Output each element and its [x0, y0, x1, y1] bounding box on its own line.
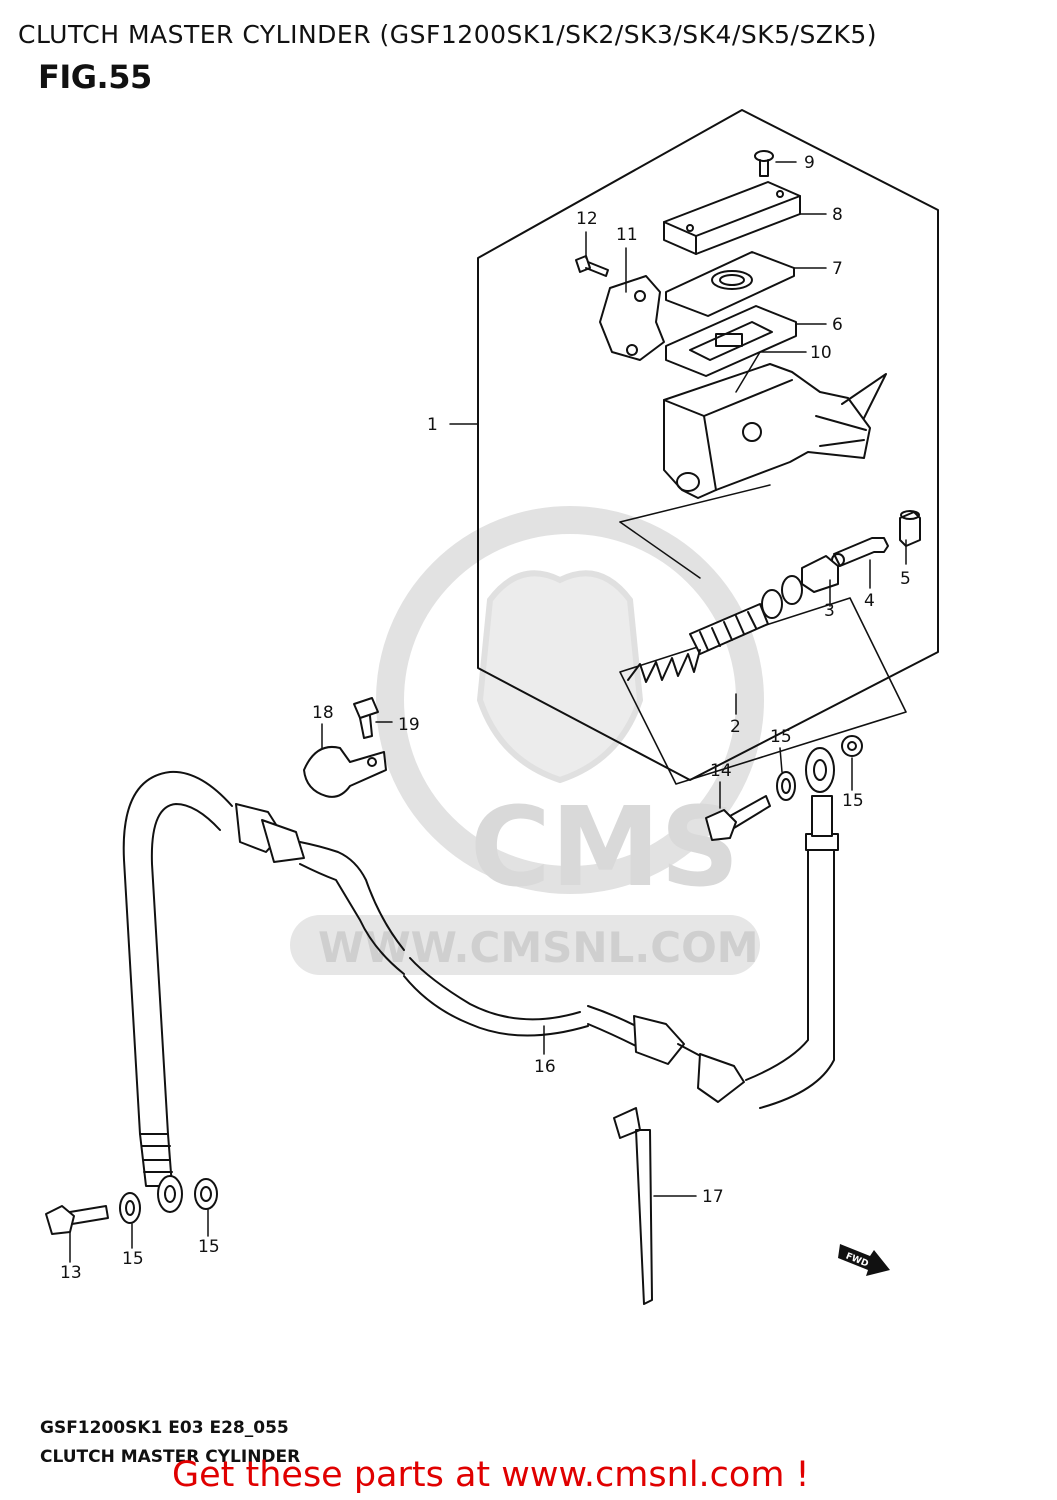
- washer-15-d: [194, 1178, 218, 1210]
- callout-2: 2: [730, 717, 741, 737]
- hose-clamp-18: [303, 746, 387, 798]
- master-cylinder-body: [663, 363, 887, 499]
- screw-9: [754, 150, 774, 177]
- union-bolt-13: [45, 1205, 109, 1235]
- figure-number: FIG.55: [38, 58, 152, 96]
- callout-7: 7: [832, 259, 843, 279]
- spring: [627, 649, 701, 683]
- callout-3: 3: [824, 601, 835, 621]
- dash-line: [619, 521, 701, 579]
- callout-17: 17: [702, 1187, 724, 1207]
- piston-kit-outline: [619, 597, 907, 785]
- callout-12: 12: [576, 209, 598, 229]
- bolt-12: [575, 255, 609, 277]
- callout-15-d: 15: [198, 1237, 220, 1257]
- callout-5: 5: [900, 569, 911, 589]
- callout-numbers: 1 2 3 4 5 6 7 8 9 10 11 12 13 14 15 15 1…: [60, 153, 911, 1283]
- callout-16: 16: [534, 1057, 556, 1077]
- forward-arrow-icon: FWD: [838, 1244, 890, 1276]
- clamp-11: [599, 275, 665, 361]
- union-bolt-14: [705, 795, 771, 841]
- diagram-code: GSF1200SK1 E03 E28_055: [40, 1418, 289, 1438]
- cms-watermark: CMS WWW.CMSNL.COM: [290, 506, 764, 975]
- callout-10: 10: [810, 343, 832, 363]
- diagram-subtitle: CLUTCH MASTER CYLINDER: [40, 1447, 301, 1467]
- callout-4: 4: [864, 591, 875, 611]
- push-rod-4: [831, 537, 889, 567]
- callout-6: 6: [832, 315, 843, 335]
- callout-15-b: 15: [842, 791, 864, 811]
- callout-13: 13: [60, 1263, 82, 1283]
- washer-15-c: [119, 1192, 141, 1224]
- washer-15-b: [841, 735, 863, 757]
- callout-14: 14: [710, 761, 732, 781]
- watermark-url: WWW.CMSNL.COM: [318, 923, 759, 972]
- buy-parts-link[interactable]: Get these parts at www.cmsnl.com !: [172, 1455, 810, 1495]
- watermark-url-pill: [290, 915, 760, 975]
- callout-19: 19: [398, 715, 420, 735]
- callout-18: 18: [312, 703, 334, 723]
- cap-plate-7: [665, 251, 795, 317]
- leader-lines: [69, 161, 907, 1263]
- watermark-brand: CMS: [470, 783, 739, 911]
- diaphragm-6: [665, 305, 797, 377]
- reservoir-cap-8: [663, 181, 801, 255]
- cable-tie-17: [613, 1107, 653, 1305]
- callout-9: 9: [804, 153, 815, 173]
- assembly-outline: [477, 109, 939, 781]
- piston-set-3: [689, 555, 839, 655]
- fwd-label: FWD: [844, 1251, 870, 1269]
- washer-15-a: [776, 771, 796, 801]
- callout-1: 1: [427, 415, 438, 435]
- watermark-ring: [376, 506, 764, 894]
- boot-cap-5: [899, 510, 921, 547]
- watermark-mascot: [476, 570, 644, 784]
- callout-11: 11: [616, 225, 638, 245]
- bolt-19: [353, 697, 379, 739]
- callout-15-a: 15: [770, 727, 792, 747]
- diagram-title: CLUTCH MASTER CYLINDER (GSF1200SK1/SK2/S…: [18, 20, 878, 49]
- callout-15-c: 15: [122, 1249, 144, 1269]
- clutch-hose-16: [122, 747, 839, 1213]
- dash-line: [619, 484, 771, 523]
- callout-8: 8: [832, 205, 843, 225]
